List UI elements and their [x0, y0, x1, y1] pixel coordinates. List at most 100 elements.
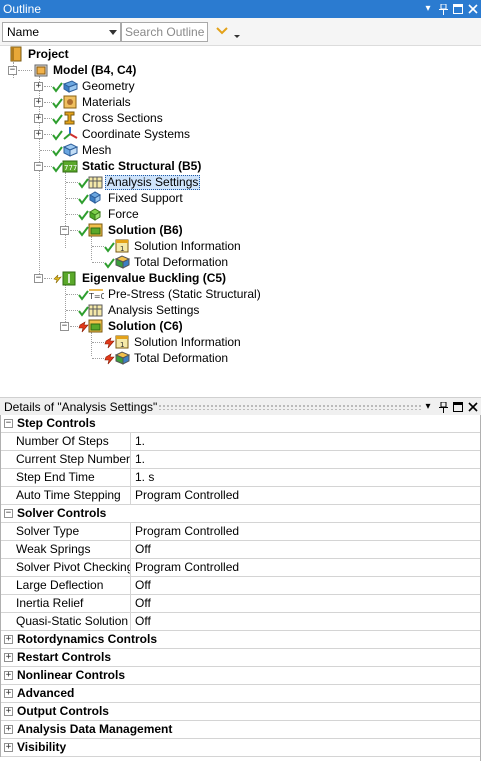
- group-header[interactable]: −Solver Controls: [1, 505, 481, 523]
- property-row[interactable]: Inertia Relief Off: [1, 595, 481, 613]
- tree-node-solution-information[interactable]: 1 Solution Information: [104, 238, 242, 254]
- expand-toggle[interactable]: +: [4, 688, 13, 698]
- property-name: Auto Time Stepping: [1, 487, 131, 504]
- tree-node-eigenvalue-buckling[interactable]: Eigenvalue Buckling (C5): [52, 270, 227, 286]
- property-value[interactable]: Program Controlled: [135, 560, 240, 574]
- dropdown-icon[interactable]: ▾: [425, 3, 431, 14]
- property-value[interactable]: Program Controlled: [135, 524, 240, 538]
- group-header[interactable]: +Rotordynamics Controls: [1, 631, 481, 649]
- property-name: Solver Type: [1, 523, 131, 540]
- model-icon: [33, 62, 49, 78]
- tree-label: Static Structural (B5): [82, 158, 202, 173]
- total-deformation-icon: [104, 254, 130, 270]
- expand-cross-sections-toggle[interactable]: +: [34, 113, 43, 123]
- group-header[interactable]: + Advanced: [1, 685, 481, 703]
- pin-icon[interactable]: [437, 398, 449, 416]
- tree-node-materials[interactable]: Materials: [52, 94, 132, 110]
- tree-node-total-deformation[interactable]: Total Deformation: [104, 254, 229, 270]
- expand-toggle[interactable]: +: [4, 652, 13, 662]
- property-value[interactable]: 1.: [135, 434, 146, 448]
- eigenvalue-buckling-icon: [52, 270, 76, 286]
- group-header[interactable]: +Analysis Data Management: [1, 721, 481, 739]
- property-row[interactable]: Large Deflection Off: [1, 577, 481, 595]
- tree-node-force[interactable]: Force: [78, 206, 140, 222]
- collapse-static-structural-toggle[interactable]: −: [34, 161, 43, 171]
- property-value[interactable]: Off: [135, 578, 151, 592]
- tree-node-total-deformation-c6[interactable]: Total Deformation: [104, 350, 229, 366]
- close-icon[interactable]: [467, 398, 479, 416]
- drag-grip[interactable]: [158, 404, 421, 410]
- collapse-model-toggle[interactable]: −: [8, 65, 17, 75]
- expand-toggle[interactable]: +: [4, 706, 13, 716]
- property-name: Large Deflection: [1, 577, 131, 594]
- tree-node-coordinate-systems[interactable]: Coordinate Systems: [52, 126, 191, 142]
- maximize-icon[interactable]: [452, 398, 464, 416]
- search-outline-input[interactable]: Search Outline: [121, 22, 208, 42]
- expand-toggle[interactable]: +: [4, 634, 13, 644]
- collapse-solution-c6-toggle[interactable]: −: [60, 321, 69, 331]
- group-name: Restart Controls: [17, 650, 112, 664]
- outline-title-bar: Outline ▾: [0, 0, 481, 18]
- tree-node-model[interactable]: Model (B4, C4): [33, 62, 137, 78]
- property-value[interactable]: 1.: [135, 452, 146, 466]
- property-row[interactable]: Auto Time Stepping Program Controlled: [1, 487, 481, 505]
- analysis-settings-icon: [78, 174, 103, 190]
- name-filter-select[interactable]: Name: [2, 22, 121, 42]
- tree-node-fixed-support[interactable]: Fixed Support: [78, 190, 184, 206]
- tree-node-project[interactable]: Project: [8, 46, 70, 62]
- tree-node-cross-sections[interactable]: Cross Sections: [52, 110, 164, 126]
- expand-materials-toggle[interactable]: +: [34, 97, 43, 107]
- tree-node-mesh[interactable]: Mesh: [52, 142, 112, 158]
- property-value[interactable]: 1. s: [135, 470, 155, 484]
- group-header[interactable]: −Step Controls: [1, 415, 481, 433]
- maximize-icon[interactable]: [452, 0, 464, 18]
- collapse-eigenvalue-buckling-toggle[interactable]: −: [34, 273, 43, 283]
- group-header[interactable]: + Restart Controls: [1, 649, 481, 667]
- group-name: Advanced: [17, 686, 75, 700]
- property-value[interactable]: Off: [135, 614, 151, 628]
- tree-node-analysis-settings[interactable]: Analysis Settings: [78, 174, 201, 190]
- close-icon[interactable]: [467, 0, 479, 18]
- expand-toggle[interactable]: +: [4, 742, 13, 752]
- pin-icon[interactable]: [437, 0, 449, 18]
- group-header[interactable]: + Nonlinear Controls: [1, 667, 481, 685]
- group-name: Nonlinear Controls: [17, 668, 126, 682]
- tree-node-solution-c6[interactable]: Solution (C6): [78, 318, 184, 334]
- tree-node-analysis-settings-c5[interactable]: Analysis Settings: [78, 302, 200, 318]
- group-header[interactable]: +Visibility: [1, 739, 481, 757]
- collapse-solution-b6-toggle[interactable]: −: [60, 225, 69, 235]
- property-value[interactable]: Off: [135, 542, 151, 556]
- collapse-toggle[interactable]: −: [4, 418, 13, 428]
- tree-label: Pre-Stress (Static Structural): [108, 286, 261, 301]
- outline-toolbar: Name Search Outline: [0, 18, 481, 46]
- dropdown-icon[interactable]: ▾: [425, 401, 431, 412]
- property-value[interactable]: Off: [135, 596, 151, 610]
- search-options-icon: [216, 27, 240, 38]
- details-title: Details of "Analysis Settings": [4, 400, 158, 414]
- tree-node-solution-information-c6[interactable]: 1 Solution Information: [104, 334, 242, 350]
- tree-node-pre-stress[interactable]: T=0 Pre-Stress (Static Structural): [78, 286, 262, 302]
- tree-node-static-structural[interactable]: 777 Static Structural (B5): [52, 158, 202, 174]
- tree-node-geometry[interactable]: Geometry: [52, 78, 136, 94]
- expand-toggle[interactable]: +: [4, 724, 13, 734]
- expand-coordinate-systems-toggle[interactable]: +: [34, 129, 43, 139]
- tree-node-solution-b6[interactable]: Solution (B6): [78, 222, 184, 238]
- property-name: Inertia Relief: [1, 595, 131, 612]
- tree-label: Model (B4, C4): [53, 62, 137, 77]
- collapse-toggle[interactable]: −: [4, 508, 13, 518]
- expand-toggle[interactable]: +: [4, 670, 13, 680]
- tree-label: Total Deformation: [134, 254, 229, 269]
- search-options-button[interactable]: [214, 23, 244, 43]
- svg-text:1: 1: [120, 341, 124, 349]
- expand-geometry-toggle[interactable]: +: [34, 81, 43, 91]
- group-header[interactable]: +Output Controls: [1, 703, 481, 721]
- property-value[interactable]: Program Controlled: [135, 488, 240, 502]
- property-row[interactable]: Solver Type Program Controlled: [1, 523, 481, 541]
